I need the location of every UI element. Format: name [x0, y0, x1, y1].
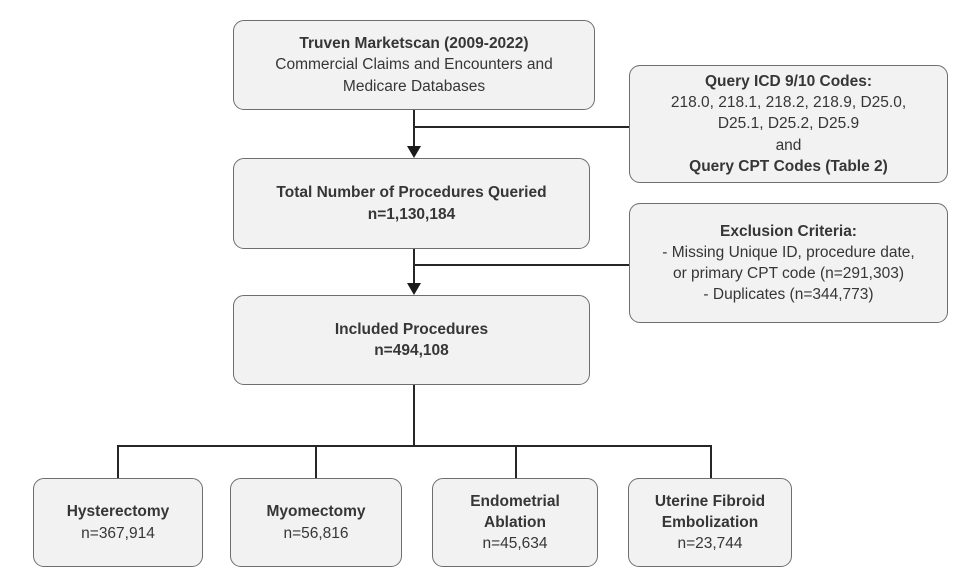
node-outcome-title: Myomectomy: [266, 503, 366, 521]
node-outcome-n: n=45,634: [482, 535, 548, 553]
node-query-codes: Query ICD 9/10 Codes: 218.0, 218.1, 218.…: [629, 65, 948, 183]
node-outcome-hysterectomy: Hysterectomy n=367,914: [33, 478, 203, 567]
node-exclusion-title: Exclusion Criteria:: [720, 222, 857, 240]
node-data-source-line1: Commercial Claims and Encounters and: [275, 56, 553, 74]
node-outcome-uterine-fibroid-embolization: Uterine Fibroid Embolization n=23,744: [628, 478, 792, 567]
node-outcome-myomectomy: Myomectomy n=56,816: [230, 478, 402, 567]
node-total-queried-title: Total Number of Procedures Queried: [276, 184, 547, 202]
node-exclusion-line1: - Missing Unique ID, procedure date,: [662, 243, 915, 261]
node-included-procedures: Included Procedures n=494,108: [233, 295, 590, 385]
node-exclusion-criteria: Exclusion Criteria: - Missing Unique ID,…: [629, 203, 948, 323]
node-outcome-title: Uterine Fibroid Embolization: [654, 492, 766, 531]
node-outcome-title: Endometrial Ablation: [470, 492, 560, 531]
node-query-codes-title: Query ICD 9/10 Codes:: [704, 73, 873, 91]
node-exclusion-line2: or primary CPT code (n=291,303): [672, 265, 905, 282]
node-included-n: n=494,108: [374, 342, 449, 359]
node-total-queried-n: n=1,130,184: [367, 205, 456, 223]
node-outcome-endometrial-ablation: Endometrial Ablation n=45,634: [432, 478, 598, 567]
node-outcome-title: Hysterectomy: [66, 503, 170, 521]
node-included-title: Included Procedures: [334, 320, 489, 338]
node-outcome-n: n=23,744: [677, 535, 743, 553]
node-outcome-n: n=56,816: [283, 524, 349, 542]
node-data-source-title: Truven Marketscan (2009-2022): [299, 35, 529, 53]
node-query-codes-line1: 218.0, 218.1, 218.2, 218.9, D25.0,: [670, 94, 907, 112]
node-query-codes-line4: Query CPT Codes (Table 2): [689, 157, 888, 175]
node-data-source: Truven Marketscan (2009-2022) Commercial…: [233, 20, 595, 110]
node-query-codes-line2: D25.1, D25.2, D25.9: [717, 115, 860, 133]
node-query-codes-line3: and: [775, 136, 802, 154]
node-outcome-n: n=367,914: [81, 524, 155, 542]
arrowhead-included: [407, 283, 421, 295]
node-data-source-line2: Medicare Databases: [342, 77, 486, 95]
arrowhead-total: [407, 146, 421, 158]
node-total-queried: Total Number of Procedures Queried n=1,1…: [233, 158, 590, 249]
node-exclusion-line3: - Duplicates (n=344,773): [703, 286, 874, 304]
